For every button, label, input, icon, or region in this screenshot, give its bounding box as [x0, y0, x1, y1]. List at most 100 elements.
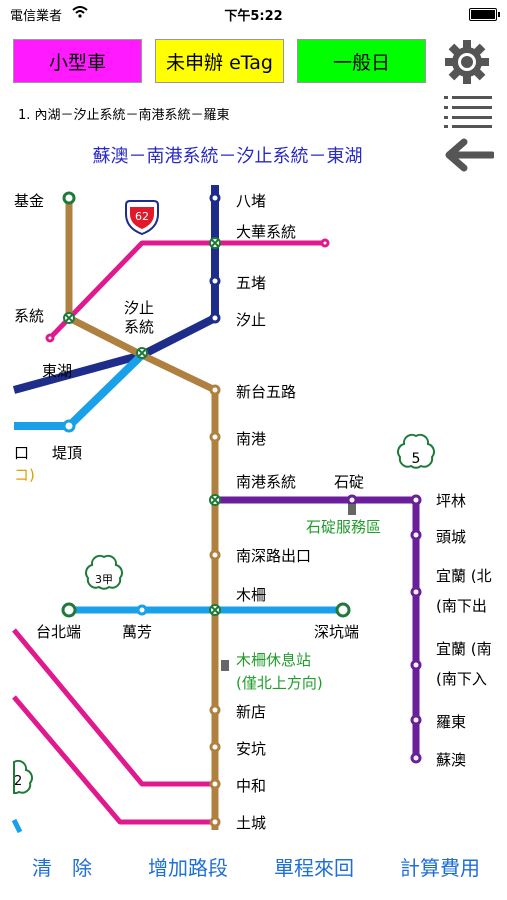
- station-node: [346, 494, 358, 506]
- station-label: 土城: [236, 814, 266, 832]
- station-node: [209, 431, 221, 443]
- route-title: 蘇澳－南港系統－汐止系統－東湖: [92, 146, 363, 167]
- junction-marker: [63, 312, 75, 324]
- station-label: コ): [14, 466, 35, 484]
- station-label: 頭城: [436, 528, 466, 546]
- station-label: 中和: [236, 777, 266, 795]
- station-label: 東湖: [42, 362, 72, 380]
- station-node: [320, 238, 330, 248]
- station-node: [209, 741, 221, 753]
- etag-status-button[interactable]: 未申辦 eTag: [155, 39, 284, 83]
- station-node: [209, 704, 221, 716]
- station-label: 汐止: [124, 299, 154, 317]
- junction-marker: [136, 347, 148, 359]
- svg-text:3甲: 3甲: [95, 573, 113, 586]
- station-label: 深坑端: [314, 623, 359, 641]
- svg-text:5: 5: [412, 451, 421, 467]
- vehicle-type-label: 小型車: [48, 51, 106, 74]
- calculate-fee-button[interactable]: 計算費用: [400, 856, 480, 880]
- station-node: [209, 778, 221, 790]
- station-label: (南下出: [436, 597, 487, 615]
- junction-marker: [209, 494, 221, 506]
- station-label: 坪林: [436, 492, 466, 510]
- station-node: [335, 602, 351, 618]
- etag-status-label: 未申辦 eTag: [166, 51, 273, 74]
- station-label: 萬芳: [122, 623, 152, 641]
- station-node: [410, 714, 422, 726]
- station-node: [136, 604, 148, 616]
- station-label: 堤頂: [52, 444, 82, 462]
- station-label: 石碇: [334, 473, 364, 491]
- station-label: 蘇澳: [436, 751, 466, 769]
- route-62: [48, 240, 325, 340]
- station-label: 八堵: [236, 192, 266, 210]
- rest-area-marker: [221, 660, 229, 671]
- junction-marker: [209, 604, 221, 616]
- back-arrow-icon[interactable]: [444, 138, 494, 172]
- station-node: [410, 752, 422, 764]
- station-label: 宜蘭 (南: [436, 640, 492, 658]
- station-node: [410, 529, 422, 541]
- station-label: 台北端: [36, 623, 81, 641]
- station-label: 口: [14, 444, 29, 462]
- station-node: [410, 586, 422, 598]
- rest-area-label: (僅北上方向): [236, 674, 323, 692]
- station-node: [209, 816, 221, 828]
- rest-area-label: 木柵休息站: [236, 651, 311, 669]
- station-label: 宜蘭 (北: [436, 567, 492, 585]
- station-label: 南港系統: [236, 473, 296, 491]
- route-blue-b: [11, 818, 23, 834]
- vehicle-type-button[interactable]: 小型車: [13, 39, 142, 83]
- station-label: 系統: [14, 307, 44, 325]
- route-62-badge: 62: [125, 200, 159, 236]
- route-5-badge: 5: [397, 433, 435, 469]
- station-label: 新台五路: [236, 383, 296, 401]
- day-type-button[interactable]: 一般日: [297, 39, 426, 83]
- day-type-label: 一般日: [332, 51, 390, 74]
- station-node: [209, 549, 221, 561]
- svg-text:62: 62: [135, 210, 149, 223]
- list-icon[interactable]: [444, 94, 492, 130]
- station-label: 大華系統: [236, 223, 296, 241]
- route-2-badge: 2: [13, 759, 33, 795]
- station-label: 新店: [236, 703, 266, 721]
- route-pink-b: [12, 695, 215, 825]
- station-label: 基金: [14, 192, 44, 210]
- route-description: 1. 內湖－汐止系統－南港系統－羅東: [18, 108, 230, 123]
- station-label: 系統: [124, 318, 154, 336]
- bottom-toolbar: 清 除 增加路段 單程來回 計算費用: [0, 842, 507, 892]
- station-label: 汐止: [236, 311, 266, 329]
- station-node: [62, 419, 76, 433]
- route-3a-badge: 3甲: [85, 554, 123, 590]
- carrier-label: 電信業者: [10, 9, 63, 24]
- station-node: [410, 494, 422, 506]
- route-n1: [12, 185, 219, 394]
- service-area-label: 石碇服務區: [306, 518, 381, 536]
- station-label: 木柵: [236, 586, 266, 604]
- route-blue: [14, 352, 145, 430]
- station-label: (南下入: [436, 670, 487, 688]
- battery-icon: [469, 8, 500, 21]
- junction-marker: [209, 237, 221, 249]
- station-node: [62, 191, 76, 205]
- route-pink-a: [12, 628, 215, 787]
- station-node: [45, 333, 55, 343]
- wifi-icon: [72, 6, 88, 18]
- station-node: [61, 602, 77, 618]
- clear-button[interactable]: 清 除: [32, 856, 92, 880]
- station-label: 南港: [236, 430, 266, 448]
- route-map[interactable]: 62 5 3甲 2 基金 八堵 大華系統 五堵 系統 汐止 系統 汐止 東湖 新…: [0, 175, 507, 835]
- station-node: [209, 384, 221, 396]
- clock: 下午5:22: [224, 9, 283, 24]
- round-trip-button[interactable]: 單程來回: [274, 856, 354, 880]
- station-label: 安坑: [236, 740, 266, 758]
- gear-icon[interactable]: [442, 37, 492, 87]
- svg-text:2: 2: [14, 774, 22, 789]
- service-area-marker: [348, 504, 356, 515]
- station-label: 南深路出口: [236, 547, 311, 565]
- status-bar: 電信業者 下午5:22: [0, 0, 507, 28]
- station-label: 五堵: [236, 274, 266, 292]
- station-node: [410, 659, 422, 671]
- add-segment-button[interactable]: 增加路段: [148, 856, 228, 880]
- station-node: [209, 312, 221, 324]
